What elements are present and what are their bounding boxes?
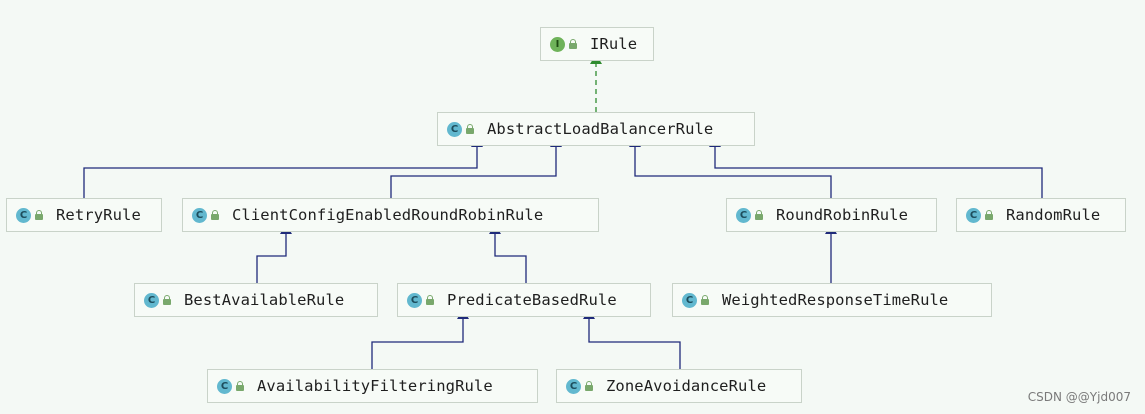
edge-bestavailable-extends-clientconfig — [256, 224, 292, 283]
node-label: RetryRule — [56, 206, 141, 224]
edge-clientconfig-extends-abstract — [390, 137, 562, 198]
node-label: AvailabilityFilteringRule — [257, 377, 493, 395]
lock-icon — [34, 209, 44, 221]
class-icon: C — [682, 292, 697, 308]
lock-icon — [754, 209, 764, 221]
zone-avoidance-rule-node[interactable]: C ZoneAvoidanceRule — [556, 369, 802, 403]
availability-filtering-rule-node[interactable]: C AvailabilityFilteringRule — [207, 369, 538, 403]
node-label: IRule — [590, 35, 638, 53]
lock-icon — [210, 209, 220, 221]
client-config-enabled-round-robin-rule-node[interactable]: C ClientConfigEnabledRoundRobinRule — [182, 198, 599, 232]
class-icon: C — [447, 121, 462, 137]
lock-icon — [235, 380, 245, 392]
edge-availability-extends-predicate — [371, 309, 469, 369]
edge-predicate-extends-clientconfig — [489, 224, 527, 283]
weighted-response-time-rule-node[interactable]: C WeightedResponseTimeRule — [672, 283, 992, 317]
class-icon: C — [217, 378, 232, 394]
watermark: CSDN @@Yjd007 — [1027, 390, 1131, 404]
node-label: PredicateBasedRule — [447, 291, 617, 309]
edge-roundrobin-extends-abstract — [629, 137, 832, 198]
lock-icon — [568, 38, 578, 50]
retry-rule-node[interactable]: C RetryRule — [6, 198, 162, 232]
node-label: ClientConfigEnabledRoundRobinRule — [232, 206, 544, 224]
node-label: RoundRobinRule — [776, 206, 909, 224]
edge-retry-extends-abstract — [83, 137, 483, 198]
class-icon: C — [16, 207, 31, 223]
node-label: AbstractLoadBalancerRule — [487, 120, 714, 138]
lock-icon — [465, 123, 475, 135]
abstract-load-balancer-rule-node[interactable]: C AbstractLoadBalancerRule — [437, 112, 755, 146]
node-label: ZoneAvoidanceRule — [606, 377, 767, 395]
lock-icon — [700, 294, 710, 306]
edge-zoneavoid-extends-predicate — [583, 309, 681, 369]
class-icon: C — [566, 378, 581, 394]
best-available-rule-node[interactable]: C BestAvailableRule — [134, 283, 378, 317]
lock-icon — [425, 294, 435, 306]
round-robin-rule-node[interactable]: C RoundRobinRule — [726, 198, 937, 232]
node-label: WeightedResponseTimeRule — [722, 291, 949, 309]
class-icon: C — [192, 207, 207, 223]
class-icon: C — [966, 207, 981, 223]
edge-random-extends-abstract — [709, 137, 1043, 198]
irule-node[interactable]: I IRule — [540, 27, 654, 61]
lock-icon — [584, 380, 594, 392]
node-label: RandomRule — [1006, 206, 1101, 224]
lock-icon — [162, 294, 172, 306]
random-rule-node[interactable]: C RandomRule — [956, 198, 1126, 232]
lock-icon — [984, 209, 994, 221]
class-icon: C — [144, 292, 159, 308]
interface-icon: I — [550, 36, 565, 52]
class-icon: C — [407, 292, 422, 308]
predicate-based-rule-node[interactable]: C PredicateBasedRule — [397, 283, 651, 317]
class-icon: C — [736, 207, 751, 223]
node-label: BestAvailableRule — [184, 291, 345, 309]
